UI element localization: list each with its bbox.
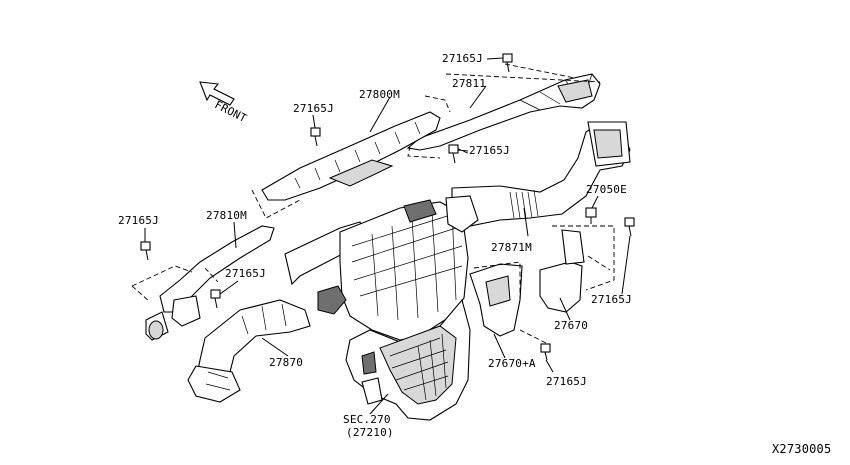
- label-27050e: 27050E: [586, 183, 627, 196]
- label-27870: 27870: [269, 356, 304, 369]
- heater-unit: [284, 199, 471, 421]
- bracket-27670: [539, 225, 615, 313]
- label-27670: 27670: [554, 319, 589, 332]
- label-27165j-upper-left: 27165J: [293, 102, 334, 115]
- screw-left: [140, 241, 151, 261]
- label-sec-270: SEC.270: [343, 413, 391, 426]
- figure-id: X2730005: [772, 442, 832, 456]
- screw-mid-right: [448, 144, 459, 164]
- duct-27871m: [445, 63, 631, 233]
- label-27165j-right: 27165J: [591, 293, 632, 306]
- label-27871m: 27871M: [491, 241, 532, 254]
- label-sec-270-sub: (27210): [346, 426, 394, 439]
- label-27670a: 27670+A: [488, 357, 536, 370]
- label-27800m: 27800M: [359, 88, 400, 101]
- label-27811: 27811: [452, 77, 487, 90]
- duct-27810m: [131, 225, 275, 341]
- label-27165j-left: 27165J: [118, 214, 159, 227]
- screw-bottom: [540, 343, 551, 361]
- label-27165j-center-left: 27165J: [225, 267, 266, 280]
- label-27810m: 27810M: [206, 209, 247, 222]
- duct-27811: [406, 73, 601, 159]
- duct-27870: [187, 299, 311, 403]
- clip-27050e: [585, 207, 597, 224]
- leader-lines: [144, 57, 631, 415]
- label-27165j-top: 27165J: [442, 52, 483, 65]
- label-27165j-bottom: 27165J: [546, 375, 587, 388]
- screws: [140, 53, 635, 361]
- screw-upper-left: [310, 127, 321, 147]
- bracket-27670a: [469, 261, 549, 345]
- screw-top: [502, 53, 513, 73]
- front-arrow: [199, 81, 235, 106]
- screw-center-left: [210, 289, 221, 309]
- label-27165j-mid-right: 27165J: [469, 144, 510, 157]
- vent-27800m: [251, 95, 451, 219]
- screw-right: [624, 217, 635, 237]
